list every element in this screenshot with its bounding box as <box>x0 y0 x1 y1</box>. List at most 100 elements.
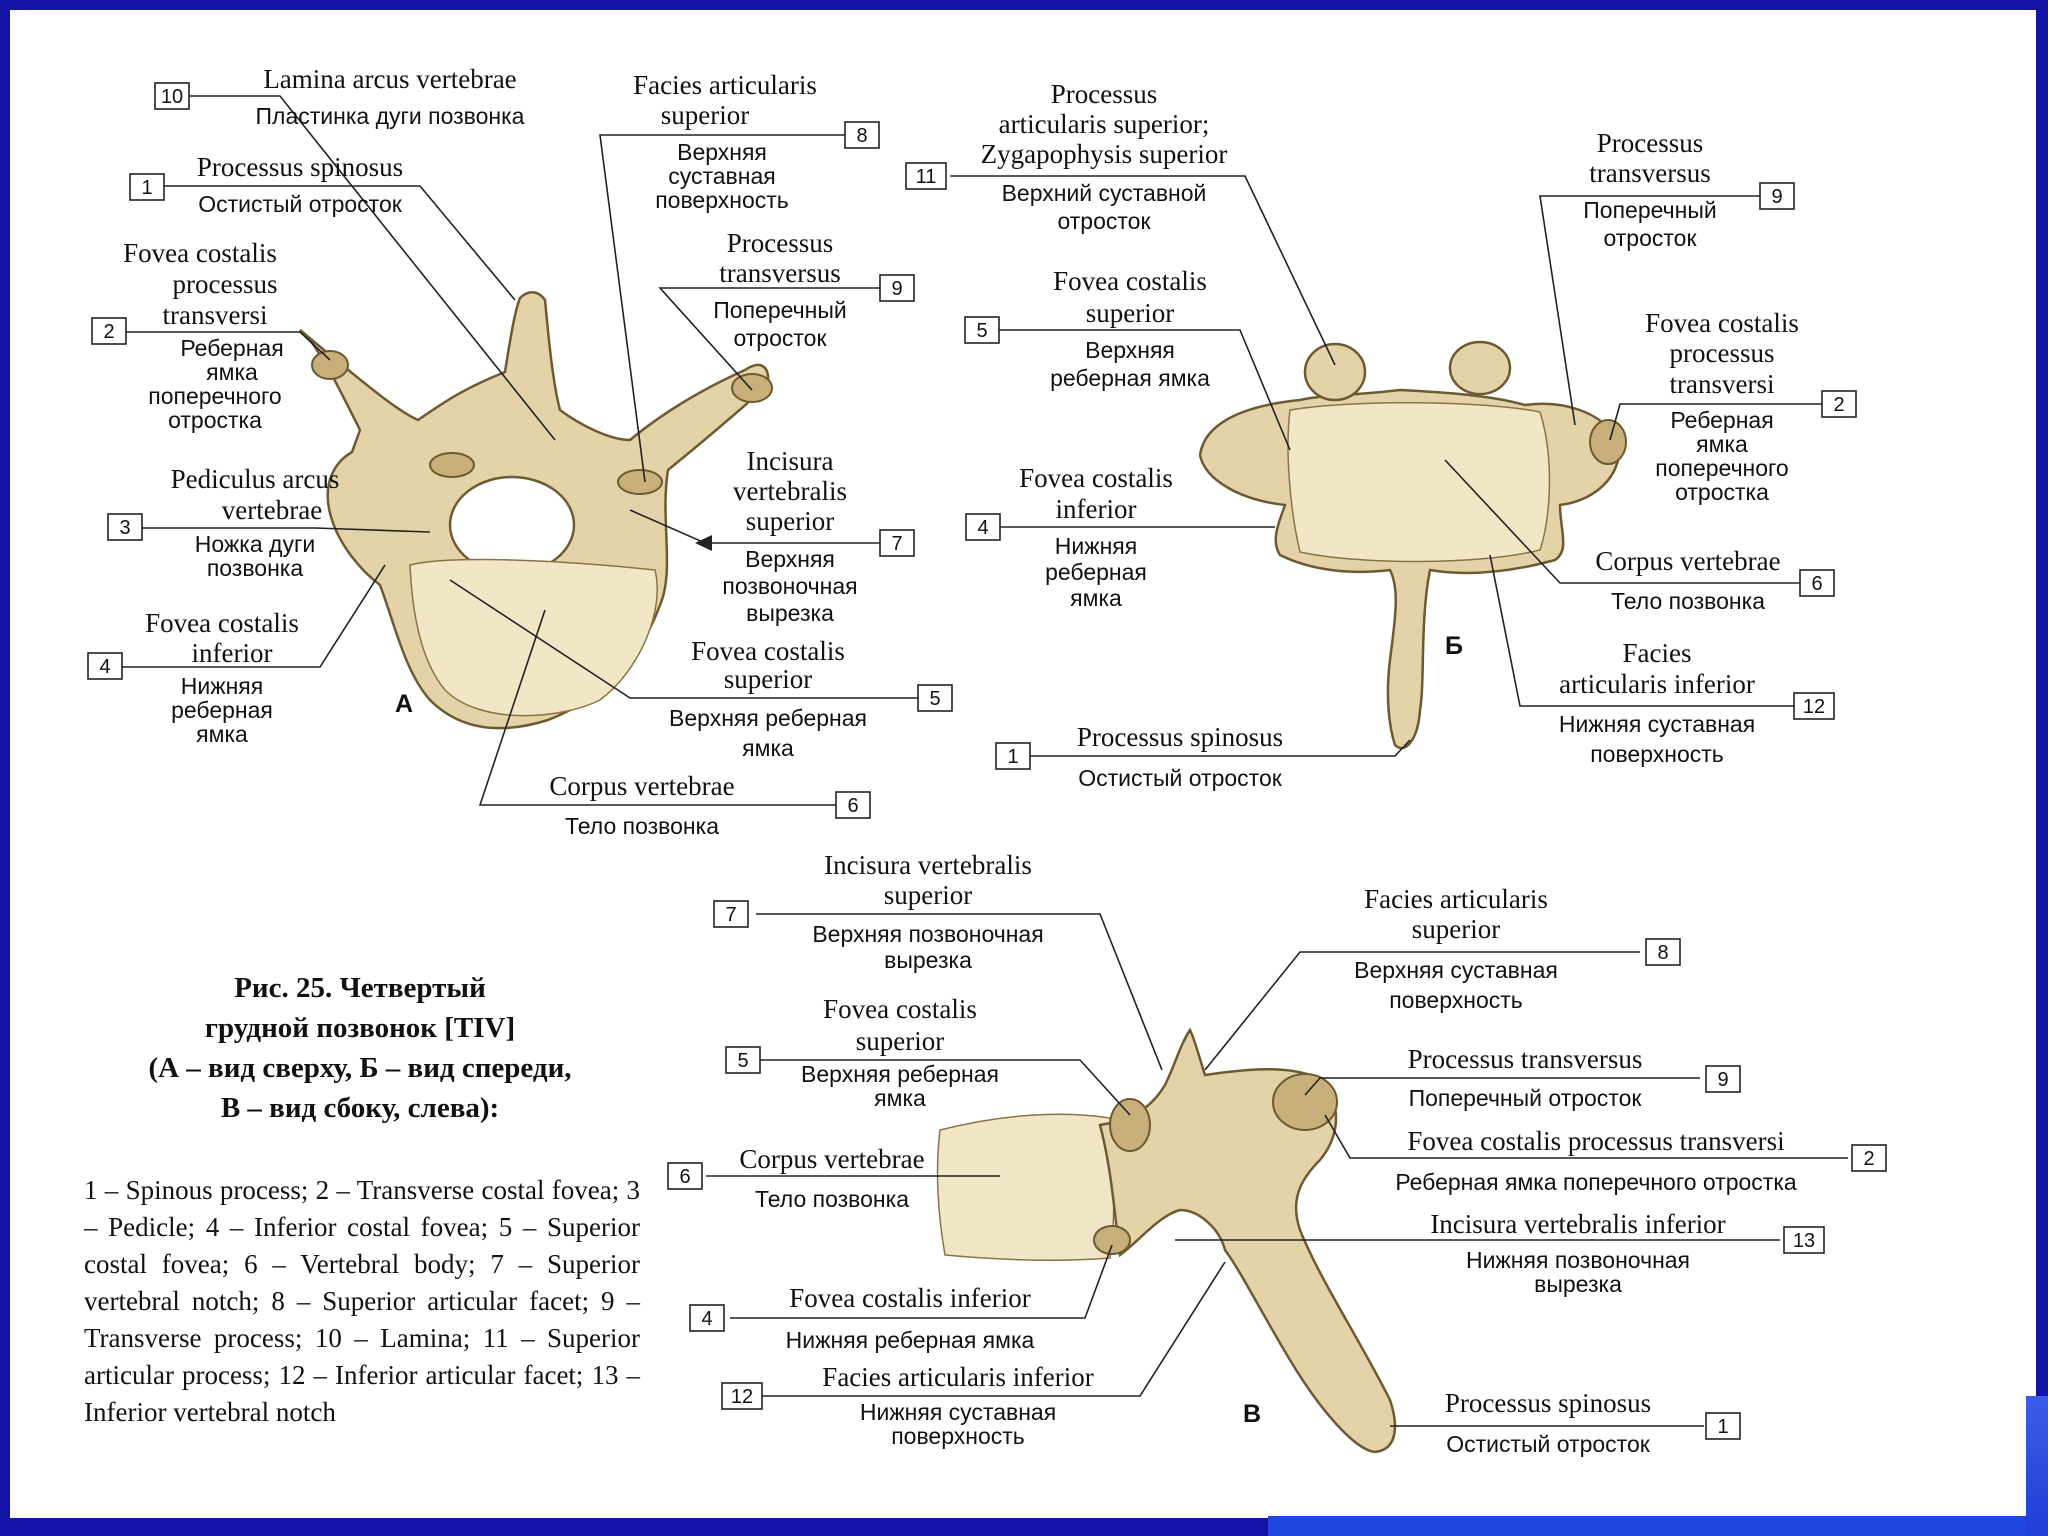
number-box <box>1705 1412 1741 1440</box>
articular-facet-right-a <box>617 469 663 495</box>
latin-label: Fovea costalis <box>145 608 299 638</box>
view-label-a: А <box>395 690 413 718</box>
number-box <box>1759 182 1795 210</box>
number-box <box>964 316 1000 344</box>
transverse-facet-b <box>1589 419 1627 465</box>
number-box <box>835 791 871 819</box>
callout-number: 9 <box>1717 1069 1728 1091</box>
callout-a-7: 7 Incisura vertebralis superior Верхняя … <box>695 446 915 626</box>
number-box <box>725 1046 761 1074</box>
russian-label: поверхность <box>891 1423 1025 1449</box>
callout-a-5: 5 Fovea costalis superior Верхняя реберн… <box>669 636 953 761</box>
russian-label: поверхность <box>1590 741 1724 767</box>
number-box <box>1821 390 1857 418</box>
callout-number: 4 <box>99 656 110 678</box>
callout-c-12: 12 Facies articularis inferior Нижняя су… <box>721 1362 1094 1449</box>
callout-number: 10 <box>161 86 183 108</box>
russian-label: Реберная <box>1670 407 1773 433</box>
latin-label: processus <box>173 269 278 299</box>
latin-label: transversi <box>163 300 268 330</box>
russian-label: Верхняя <box>677 139 767 165</box>
callout-b-6: 6 Corpus vertebrae Тело позвонка <box>1595 546 1835 614</box>
callout-a-9: 9 Processus transversus Поперечный отрос… <box>713 228 915 351</box>
number-box <box>917 684 953 712</box>
russian-label: реберная ямка <box>1050 365 1210 391</box>
russian-label: Тело позвонка <box>565 813 719 839</box>
number-box <box>667 1162 703 1190</box>
callout-number: 2 <box>1833 394 1844 416</box>
latin-label: Fovea costalis <box>1645 308 1799 338</box>
russian-label: Реберная <box>180 335 283 361</box>
callout-number: 1 <box>1007 746 1018 768</box>
latin-label: transversus <box>1589 158 1710 188</box>
russian-label: Верхняя <box>1085 337 1175 363</box>
russian-label: вырезка <box>1534 1271 1622 1297</box>
callout-number: 12 <box>731 1386 753 1408</box>
latin-label: transversus <box>719 258 840 288</box>
view-label-c: В <box>1243 1400 1261 1428</box>
callout-c-5: 5 Fovea costalis superior Верхняя реберн… <box>725 994 999 1111</box>
callout-number: 4 <box>701 1308 712 1330</box>
number-box <box>1705 1065 1741 1093</box>
latin-label: Processus <box>1597 128 1704 158</box>
callout-number: 1 <box>1717 1416 1728 1438</box>
articular-facet-left-a <box>429 452 475 478</box>
callout-number: 8 <box>856 125 867 147</box>
latin-label: Incisura <box>747 446 834 476</box>
russian-label: Верхняя позвоночная <box>812 921 1043 947</box>
russian-label: Поперечный <box>1583 197 1716 223</box>
russian-label: Тело позвонка <box>1611 588 1765 614</box>
callout-number: 5 <box>737 1050 748 1072</box>
latin-label: Pediculus arcus <box>171 464 340 494</box>
number-box <box>879 274 915 302</box>
callout-number: 7 <box>891 533 902 555</box>
latin-label: articularis inferior <box>1559 669 1755 699</box>
russian-label: Поперечный отросток <box>1409 1085 1643 1111</box>
callout-b-12: 12 Facies articularis inferior Нижняя су… <box>1559 638 1835 767</box>
latin-label: superior <box>856 1026 944 1056</box>
figure-caption: Рис. 25. Четвертый грудной позвонок [TIV… <box>80 968 640 1128</box>
callout-number: 9 <box>891 278 902 300</box>
callout-a-3: 3 Pediculus arcus vertebrae Ножка дуги п… <box>107 464 340 581</box>
russian-label: Верхний суставной <box>1002 180 1207 206</box>
russian-label: поперечного <box>1655 455 1788 481</box>
callout-number: 6 <box>1811 573 1822 595</box>
caption-line: Рис. 25. Четвертый <box>234 972 486 1004</box>
number-box <box>129 173 165 201</box>
vertebral-body-a <box>409 558 658 717</box>
callout-number: 2 <box>1863 1148 1874 1170</box>
latin-label: Corpus vertebrae <box>739 1144 924 1174</box>
latin-label: Processus spinosus <box>1077 722 1283 752</box>
number-box <box>995 742 1031 770</box>
russian-label: Поперечный <box>713 297 846 323</box>
callout-number: 4 <box>977 517 988 539</box>
superior-costal-fovea-c <box>1109 1098 1151 1152</box>
accent-bar-corner <box>2026 1396 2048 1536</box>
caption-line: грудной позвонок [TIV] <box>204 1012 516 1044</box>
russian-label: ямка <box>1696 431 1748 457</box>
callout-number: 8 <box>1657 942 1668 964</box>
latin-label: Fovea costalis inferior <box>789 1283 1030 1313</box>
russian-label: поверхность <box>1389 987 1523 1013</box>
latin-label: Facies articularis inferior <box>822 1362 1093 1392</box>
russian-label: Остистый отросток <box>198 191 403 217</box>
latin-label: Incisura vertebralis inferior <box>1430 1209 1725 1239</box>
latin-label: Processus <box>1051 79 1158 109</box>
superior-articular-right-b <box>1448 340 1512 396</box>
russian-label: вырезка <box>746 600 834 626</box>
leader-lines-a <box>108 95 935 806</box>
superior-articular-left-b <box>1303 342 1367 402</box>
latin-label: vertebralis <box>733 476 847 506</box>
latin-label: Fovea costalis processus transversi <box>1407 1126 1784 1156</box>
number-box <box>1645 938 1681 966</box>
latin-label: Fovea costalis <box>1053 266 1207 296</box>
latin-label: Facies <box>1623 638 1692 668</box>
leader-lines-c <box>706 913 1848 1427</box>
transverse-facet-left-a <box>311 350 349 380</box>
latin-label: processus <box>1670 338 1775 368</box>
callout-a-6: 6 Corpus vertebrae Тело позвонка <box>549 771 871 839</box>
callout-number: 5 <box>929 688 940 710</box>
russian-label: Реберная ямка поперечного отростка <box>1395 1169 1797 1195</box>
callout-number: 3 <box>119 517 130 539</box>
